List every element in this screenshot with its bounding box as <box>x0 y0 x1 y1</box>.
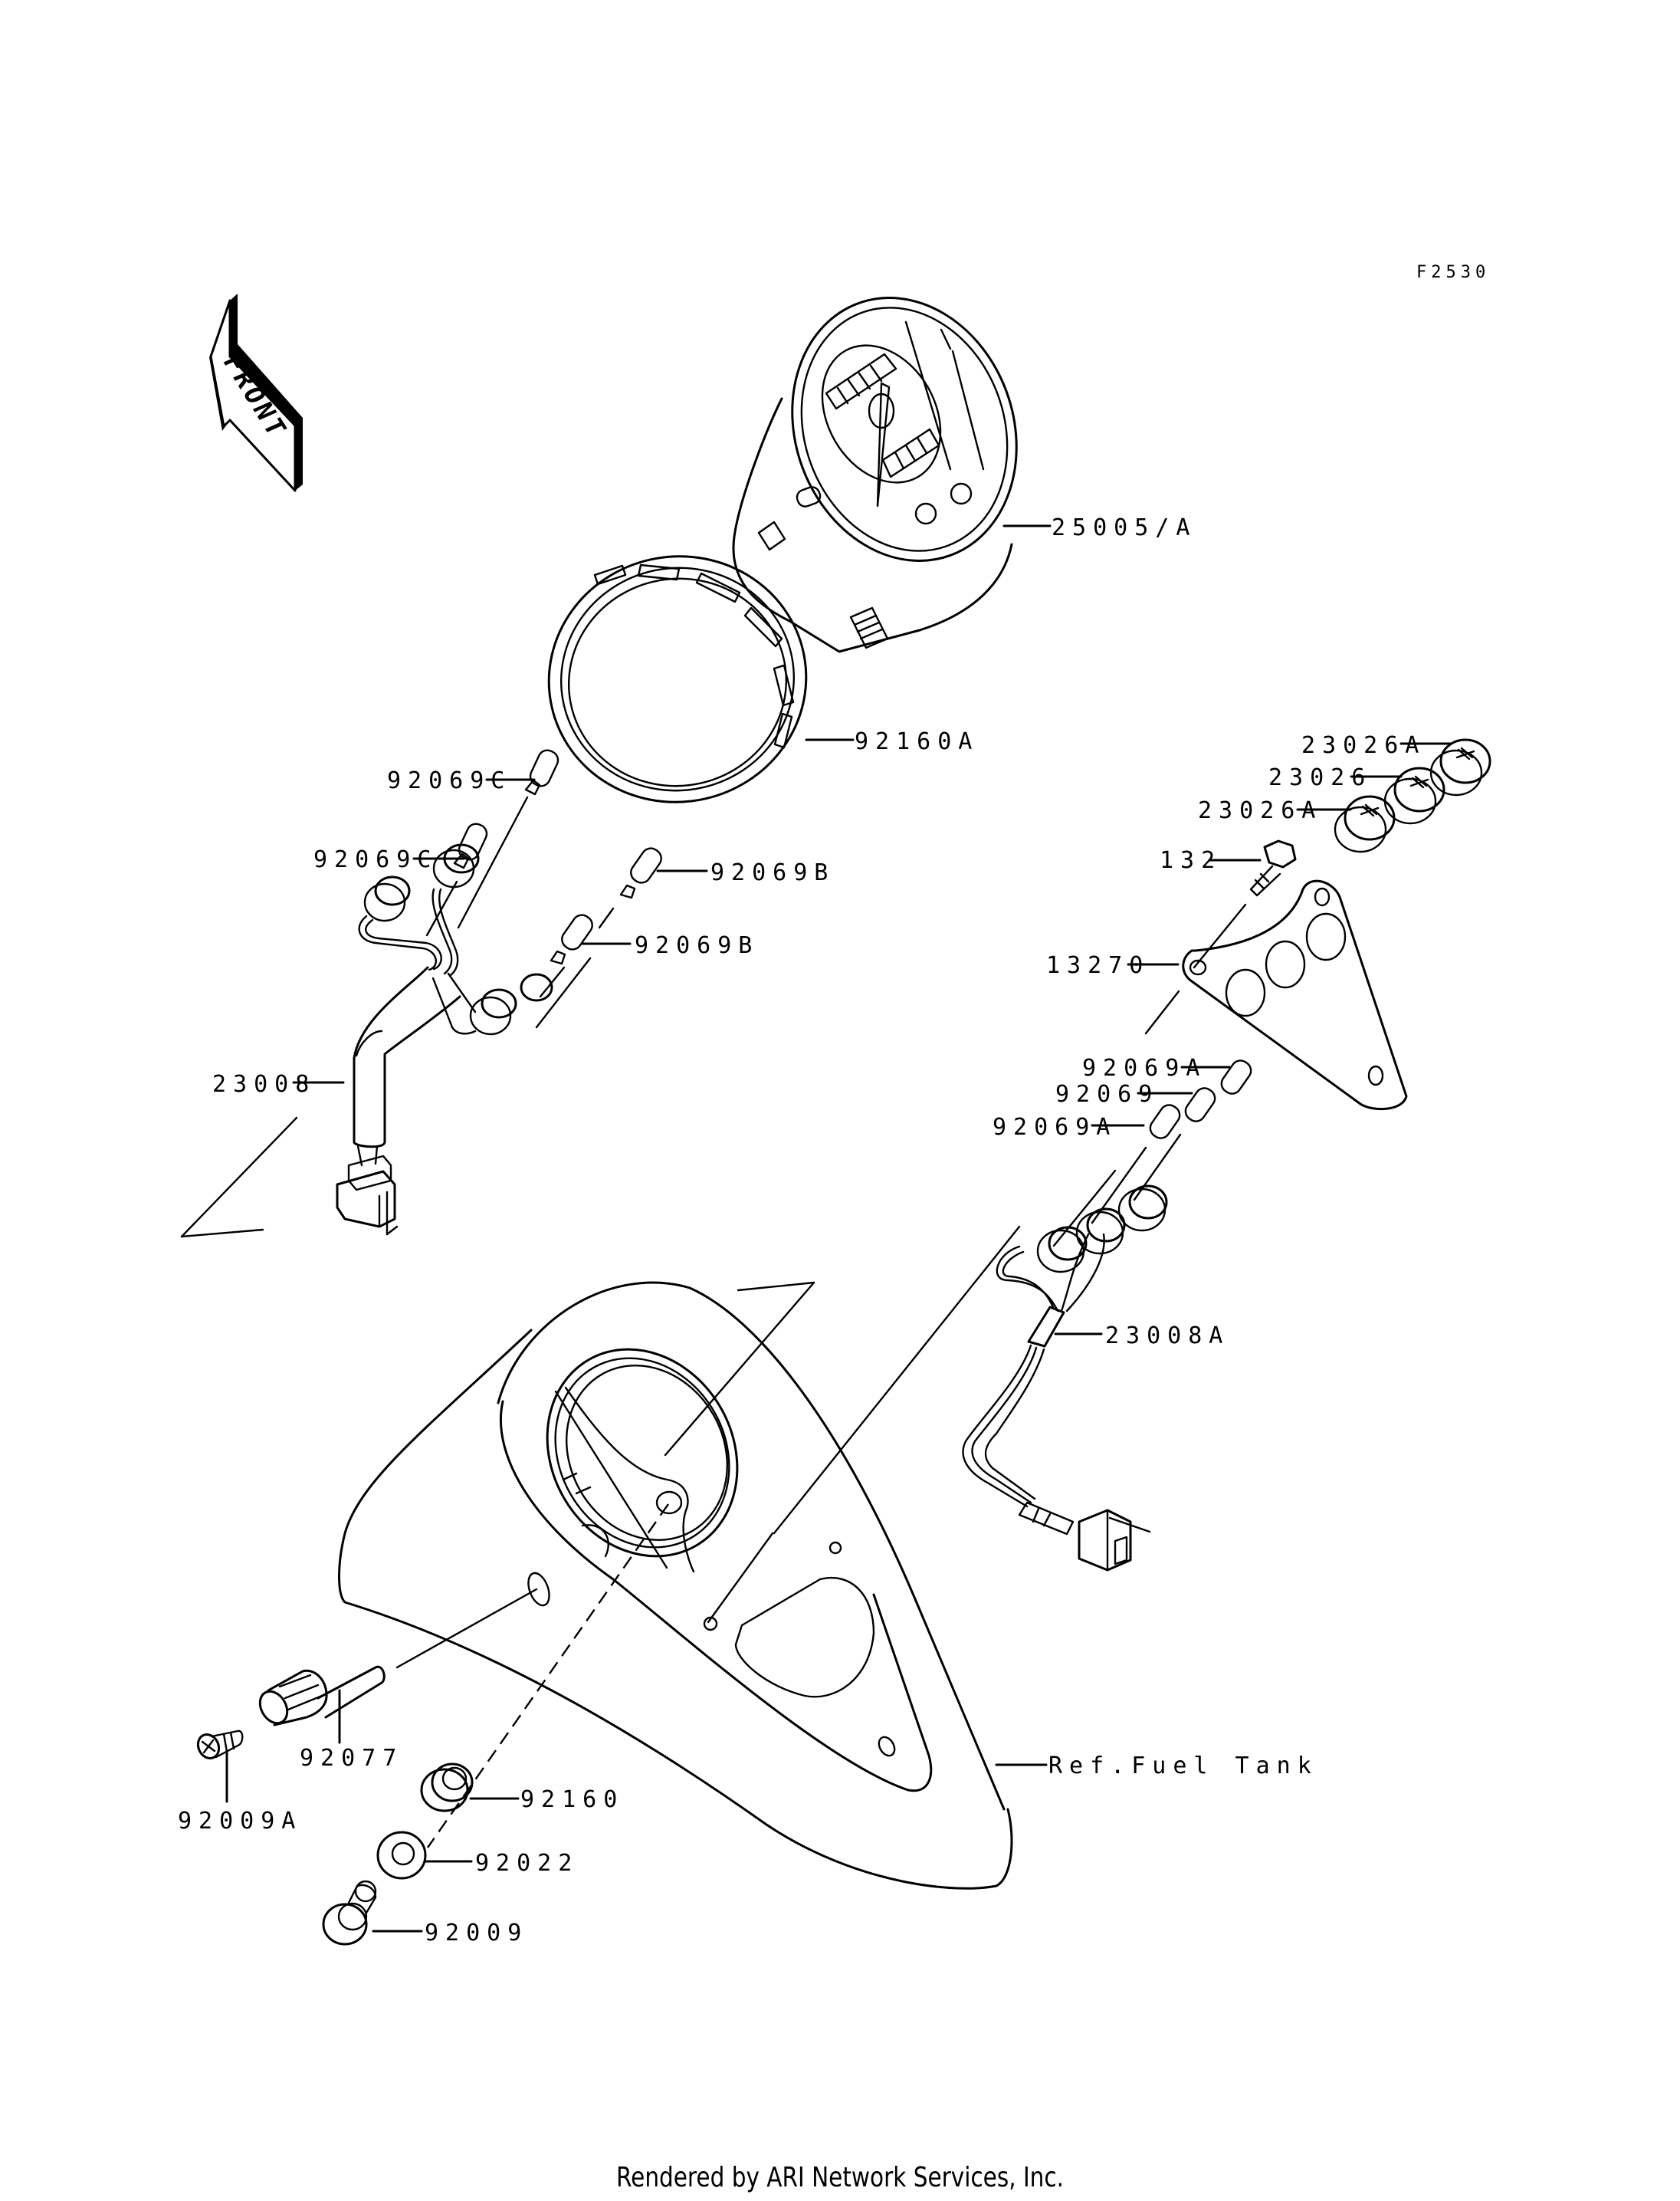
callout-23026a-top[interactable]: 23026A <box>1301 732 1426 759</box>
indicator-cap-23026a-bottom <box>1334 795 1396 853</box>
washer-92022 <box>376 1831 427 1880</box>
bolt-132 <box>1249 839 1297 897</box>
speedometer-odometer-window <box>825 353 940 478</box>
callout-92069a-lower[interactable]: 92069A <box>993 1114 1117 1141</box>
meter-housing-fairing <box>338 1225 1021 1890</box>
callout-23008a[interactable]: 23008A <box>1105 1322 1229 1349</box>
callout-23008[interactable]: 23008 <box>212 1071 316 1098</box>
callout-92077[interactable]: 92077 <box>300 1745 403 1772</box>
indicator-cap-23026a-top <box>1429 738 1491 797</box>
footer-credit: Rendered by ARI Network Services, Inc. <box>615 2162 1065 2193</box>
front-direction-arrow-icon: FRONT <box>209 294 303 492</box>
bulb-92069a-upper <box>1220 1059 1252 1095</box>
callout-92069[interactable]: 92069 <box>1055 1081 1159 1108</box>
callout-13270[interactable]: 13270 <box>1046 952 1150 979</box>
wiring-harness-left <box>336 843 553 1236</box>
bulb-92069a-lower <box>1149 1104 1181 1139</box>
callout-ref-fuel-tank[interactable]: Ref.Fuel Tank <box>1048 1753 1318 1779</box>
wiring-harness-right <box>962 1133 1182 1572</box>
grommet-92160 <box>420 1762 474 1812</box>
speedometer-stud-left <box>757 486 822 551</box>
bulb-92069c-upper <box>524 749 559 796</box>
bulb-92069b-upper <box>619 847 662 899</box>
indicator-bracket <box>1182 879 1408 1111</box>
bolt-92009 <box>322 1880 377 1946</box>
callout-23026a-bottom[interactable]: 23026A <box>1198 797 1322 824</box>
figure-code: F2530 <box>1416 263 1490 282</box>
speedometer-stud-bottom <box>849 606 889 649</box>
callout-92069c-lower[interactable]: 92069C <box>313 846 438 873</box>
callout-25005-a[interactable]: 25005/A <box>1052 514 1196 541</box>
callout-92069b-lower[interactable]: 92069B <box>635 932 759 959</box>
screw-92009a <box>196 1730 244 1760</box>
callout-92069a-upper[interactable]: 92069A <box>1082 1055 1206 1082</box>
speedometer-assembly <box>732 297 1018 653</box>
callout-23026[interactable]: 23026 <box>1268 764 1372 791</box>
callout-92009[interactable]: 92009 <box>425 1920 528 1946</box>
callout-92069b-upper[interactable]: 92069B <box>710 859 835 886</box>
callout-92069c-upper[interactable]: 92069C <box>387 767 511 794</box>
callout-92022[interactable]: 92022 <box>475 1850 579 1877</box>
bulb-92069c-lower <box>453 823 488 869</box>
harness-left-connector <box>336 1145 399 1236</box>
meter-mounting-ring <box>547 555 808 803</box>
callout-132[interactable]: 132 <box>1160 847 1222 874</box>
harness-right-connector <box>1078 1509 1151 1572</box>
callout-92160[interactable]: 92160 <box>520 1786 624 1813</box>
bulb-92069b-lower <box>550 914 593 965</box>
callout-92009a[interactable]: 92009A <box>178 1808 302 1835</box>
callout-92160a[interactable]: 92160A <box>855 728 979 755</box>
adjuster-knob-92077 <box>258 1665 386 1726</box>
bulb-92069 <box>1184 1087 1216 1122</box>
